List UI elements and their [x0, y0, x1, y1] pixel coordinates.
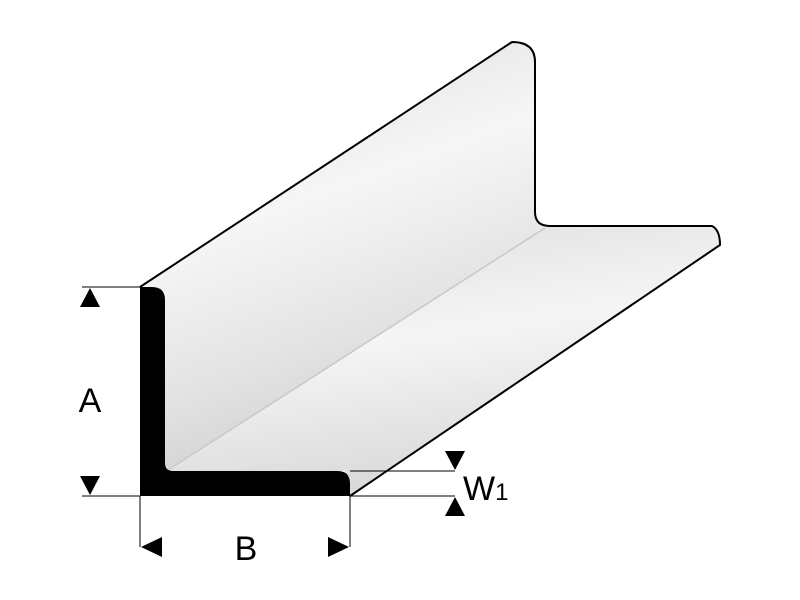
vertical-leg-surface: [140, 42, 550, 471]
arrow-down-icon: [445, 451, 465, 470]
dimension-a: [82, 286, 140, 497]
label-w-subscript: 1: [495, 479, 508, 506]
dimension-b: [139, 496, 351, 547]
dimension-w1: [350, 470, 455, 497]
arrow-up-icon: [445, 497, 465, 516]
label-w1: W1: [463, 470, 508, 508]
arrow-right-icon: [328, 537, 349, 557]
label-a: A: [79, 382, 102, 420]
arrow-up-icon: [80, 288, 100, 307]
label-w: W: [463, 470, 495, 508]
profile-outline: [139, 40, 722, 497]
horizontal-leg-surface: [165, 226, 720, 496]
inner-corner-line: [167, 227, 546, 471]
label-b: B: [235, 530, 258, 568]
arrow-left-icon: [141, 537, 162, 557]
profile-cross-section: [140, 287, 350, 496]
arrow-down-icon: [80, 476, 100, 495]
